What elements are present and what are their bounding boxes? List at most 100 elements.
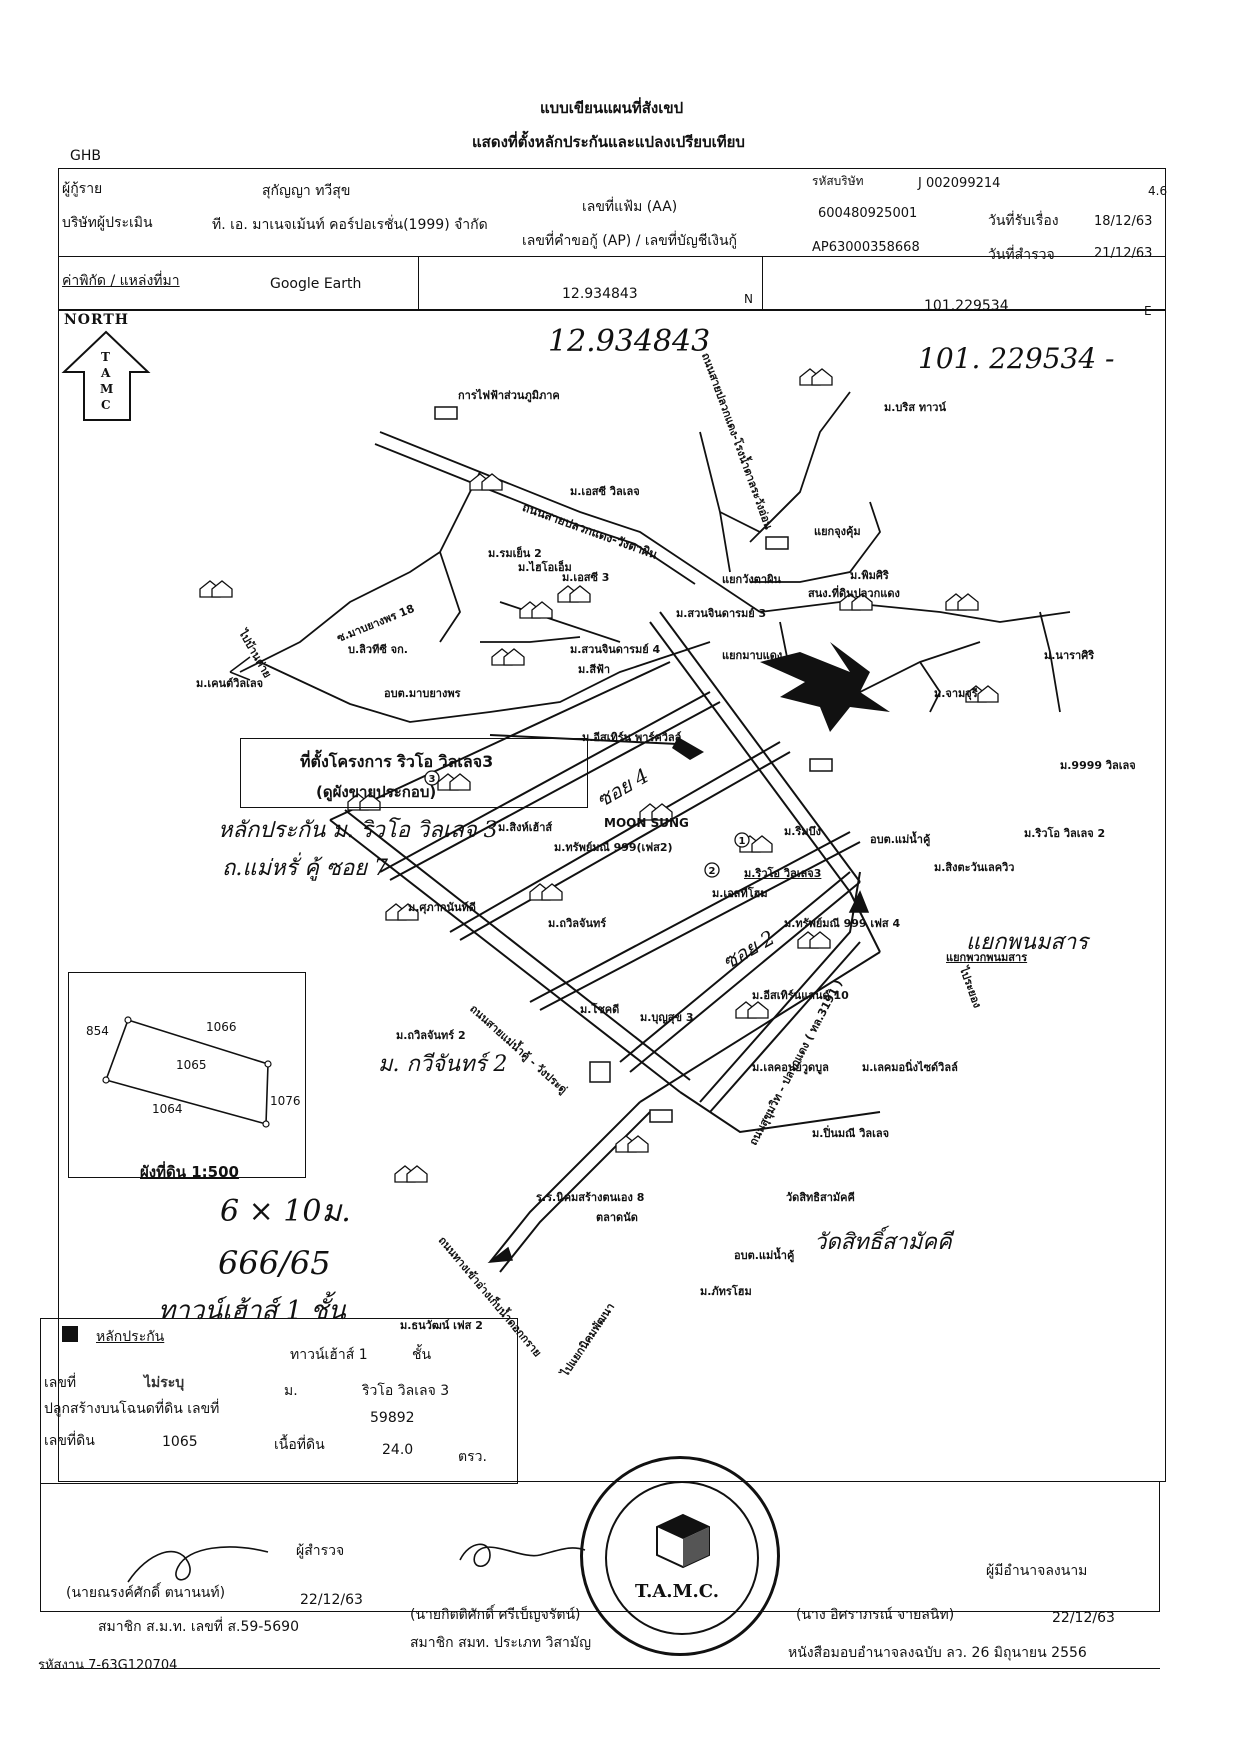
collateral-floor-label: ชั้น — [412, 1347, 432, 1363]
label-singhouse: ม.สิงห์เฮ้าส์ — [498, 821, 553, 834]
handwritten-road-note: ถ.แม่หรั่ คู้ ซอย 7 — [222, 856, 389, 881]
handwritten-house-no: 666/65 — [218, 1244, 331, 1282]
request-label: เลขที่คำขอกู้ (AP) / เลขที่บัญชีเงินกู้ — [522, 233, 738, 249]
page-number: 4.6 — [1148, 184, 1168, 198]
label-obt-maplyang: อบต.มาบยางพร — [384, 687, 461, 700]
bank-code: GHB — [70, 148, 101, 164]
authorized-date: 22/12/63 — [1052, 1610, 1115, 1626]
plot-diagram — [102, 1016, 272, 1128]
label-nongsanam: สนง.ที่ดินปลวกแดง — [808, 587, 900, 600]
coord-source: Google Earth — [270, 276, 362, 292]
coord-label: ค่าพิกัด / แหล่งที่มา — [62, 273, 180, 289]
road-main — [379, 431, 761, 613]
request-no: AP63000358668 — [812, 240, 920, 255]
label-mungtang: ม.ปิ่นมณี วิลเลจ — [812, 1127, 890, 1140]
road-diagonal — [329, 819, 681, 1093]
info-table — [58, 168, 1166, 310]
plot-number-1076: 1076 — [270, 1094, 301, 1108]
label-sapsomboon: ม.ทรัพย์มณี 999(เฟส2) — [554, 841, 673, 854]
road-north — [699, 431, 731, 573]
label-yaek-kohkhum: แยกจุงคุ้ม — [814, 525, 861, 538]
label-kaweechai: ม.ถวิลจันทร์ — [548, 917, 607, 930]
road-map: 312 — [199, 368, 1071, 1273]
label-jamjuree: ม.จามจุรี — [934, 687, 978, 700]
plot-number-854: 854 — [86, 1024, 109, 1038]
collateral-area-value: 24.0 — [382, 1442, 414, 1458]
north-letter-t: T — [101, 350, 110, 364]
label-obt-maenamku: อบต.แม่น้ำคู้ — [870, 833, 931, 846]
appraiser-name: ที. เอ. มาเนจเม้นท์ คอร์ปอเรชั่น(1999) จ… — [212, 217, 488, 233]
collateral-area-label: เนื้อที่ดิน — [274, 1437, 325, 1453]
label-sakura: ม.ศุภากนันท์ดี — [408, 901, 476, 914]
north-arrow: NORTH T A M C — [60, 312, 156, 422]
collateral-no-value: ไม่ระบุ — [144, 1375, 185, 1391]
plot-diagram-box — [68, 972, 306, 1178]
label-hiohome: ม.ไฮโอเอ็ม — [518, 561, 572, 574]
north-letter-m: M — [100, 382, 114, 396]
surveyor-member: สมาชิก ส.ม.ท. เลขที่ ส.59-5690 — [98, 1619, 299, 1635]
label-eastern-park: ม.อีสเทิร์น พาร์ควิลล์ — [582, 731, 682, 744]
handwritten-type: ทาวน์เฮ้าส์ 1 ชั้น — [158, 1296, 346, 1326]
label-ryuo2: ม.ริวโอ วิลเลจ 2 — [1024, 827, 1106, 840]
survey-label: วันที่สำรวจ — [988, 247, 1055, 263]
plot-number-1065: 1065 — [176, 1058, 207, 1072]
label-rimbing: ม.ริมบึง — [784, 825, 821, 838]
file-no-label: เลขที่แฟ้ม (AA) — [582, 199, 678, 215]
label-ramyen2: ม.รมเย็น 2 — [488, 547, 542, 560]
received-label: วันที่รับเรื่อง — [988, 213, 1059, 229]
north-title: NORTH — [64, 312, 130, 328]
north-letter-a: A — [101, 366, 111, 380]
project-box-note: (ดูผังขายประกอบ) — [316, 783, 437, 801]
soi-lines — [329, 661, 671, 821]
label-ngt-village: ม.เอสซี วิลเลจ — [570, 485, 640, 498]
latitude: 12.934843 — [562, 286, 638, 302]
handwritten-lon: 101. 229534 - — [918, 342, 1115, 375]
page-subtitle: แสดงที่ตั้งหลักประกันและแปลงเปรียบเทียบ — [472, 133, 745, 151]
collateral-land-no-value: 1065 — [162, 1434, 198, 1450]
project-box-title: ที่ตั้งโครงการ ริวโอ วิลเลจ3 — [300, 752, 494, 771]
company-code-label: รหัสบริษัท — [812, 174, 864, 188]
label-yaek-map: แยกมาบแดง — [722, 649, 783, 662]
road-south — [489, 1101, 641, 1263]
label-chokdee: ม.โชคดี — [580, 1003, 620, 1016]
survey-date: 21/12/63 — [1094, 246, 1153, 261]
label-eastern10: ม.อีสเทิร์นแลนด์ 10 — [752, 989, 849, 1002]
plot-scale-label: ผังที่ดิน 1:500 — [140, 1163, 239, 1181]
collateral-title: หลักประกัน — [96, 1329, 165, 1345]
collateral-box — [40, 1318, 518, 1484]
reviewer-signature — [459, 1543, 586, 1568]
company-stamp: T.A.M.C. — [580, 1456, 780, 1656]
label-boonsuk3: ม.บุญสุข 3 — [640, 1011, 694, 1024]
label-market: ตลาดนัด — [596, 1211, 638, 1224]
label-birth-town: ม.บริส ทาวน์ — [884, 401, 946, 414]
longitude-dir: E — [1144, 304, 1152, 318]
collateral-land-no-label: เลขที่ดิน — [44, 1433, 95, 1449]
handwritten-wat: วัดสิทธิ์สามัคคี — [814, 1230, 952, 1255]
received-date: 18/12/63 — [1094, 214, 1153, 229]
label-swan4: ม.สวนจินดารมย์ 4 — [570, 643, 661, 656]
svg-text:3: 3 — [429, 774, 436, 785]
label-wat-sitti: วัดสิทธิสามัคคี — [786, 1191, 855, 1204]
handwritten-size: 6 × 10ม. — [220, 1194, 351, 1229]
plot-number-1064: 1064 — [152, 1102, 183, 1116]
label-narasiri: ม.นาราศิริ — [1044, 649, 1095, 662]
surveyor-date: 22/12/63 — [300, 1592, 363, 1608]
project-pointer-icon — [760, 642, 890, 732]
svg-text:2: 2 — [709, 866, 716, 877]
label-sc3: ม.เอสซี 3 — [562, 571, 610, 584]
handwritten-junction: แยกพนมสาร — [966, 930, 1089, 955]
label-kaweechai2: ม.ถวิลจันทร์ 2 — [396, 1029, 466, 1042]
borrower-label: ผู้กู้ราย — [62, 181, 103, 197]
stamp-text: T.A.M.C. — [635, 1581, 720, 1602]
surveyor-name: (นายณรงค์ศักดิ์ ตนานนท์) — [66, 1585, 226, 1601]
label-ryuo3: ม.ริวโอ วิลเลจ3 — [744, 867, 822, 880]
job-code: รหัสงาน 7-63G120704 — [38, 1658, 178, 1673]
collateral-village-label: ม. — [284, 1383, 298, 1399]
road-sukhumvit — [649, 621, 851, 893]
label-school: ร.ร.นิคมสร้างตนเอง 8 — [536, 1191, 645, 1204]
label-lake: ม.เลคอนย์วูดบูล — [752, 1061, 829, 1074]
handwritten-lat: 12.934843 — [548, 324, 711, 359]
collateral-no-label: เลขที่ — [44, 1375, 77, 1391]
authorized-role: ผู้มีอำนาจลงนาม — [986, 1563, 1088, 1579]
file-no: 600480925001 — [818, 206, 918, 221]
